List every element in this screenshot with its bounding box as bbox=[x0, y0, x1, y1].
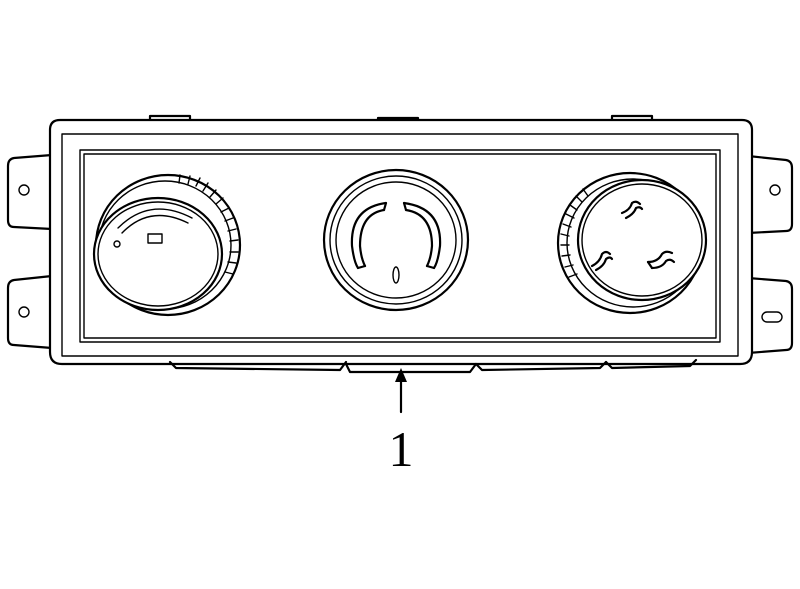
arrowhead-icon bbox=[395, 368, 407, 382]
callout-leader bbox=[395, 368, 407, 414]
mounting-tab-left-lower bbox=[6, 274, 54, 350]
indicator-slot bbox=[147, 233, 163, 244]
mode-pointer-icon bbox=[392, 266, 400, 284]
indicator-dot bbox=[113, 240, 121, 248]
mode-knob[interactable] bbox=[322, 168, 470, 312]
callout-number: 1 bbox=[389, 421, 414, 477]
mounting-tab-right-upper bbox=[746, 154, 794, 235]
fan-mark-left-icon bbox=[590, 250, 612, 268]
fan-speed-knob[interactable] bbox=[556, 171, 708, 315]
bottom-edge-clips bbox=[168, 358, 698, 374]
temperature-knob[interactable] bbox=[92, 173, 242, 317]
fan-mark-right-icon bbox=[646, 250, 674, 264]
mounting-tab-right-lower bbox=[746, 276, 794, 355]
knurl-ticks-left bbox=[178, 174, 239, 275]
fan-mark-top-icon bbox=[620, 200, 642, 215]
mounting-tab-left-upper bbox=[6, 153, 54, 231]
knurl-ticks-right bbox=[560, 188, 589, 278]
